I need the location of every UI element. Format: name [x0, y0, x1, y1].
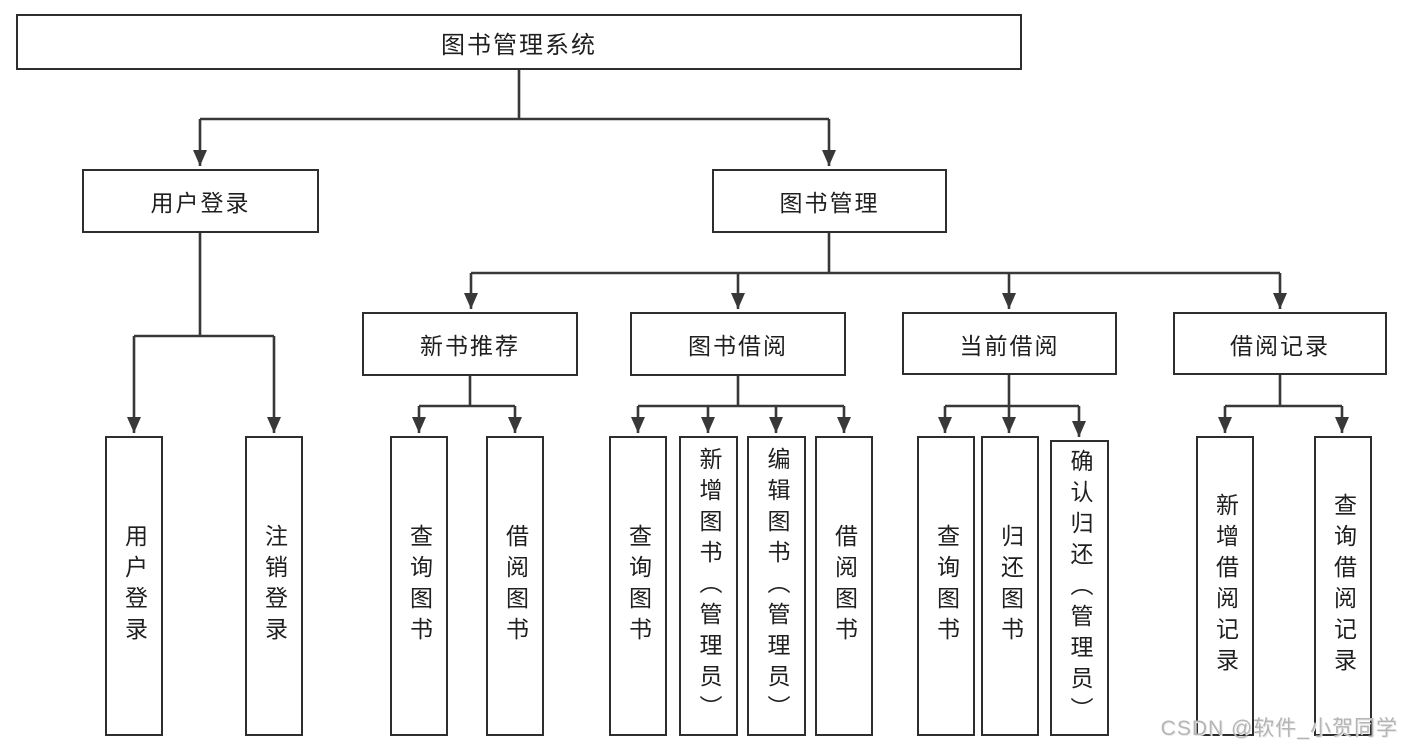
leaf-query-borrow-record: 查询借阅记录 — [1314, 436, 1372, 736]
leaf-logout: 注销登录 — [245, 436, 303, 736]
leaf-add-borrow-record: 新增借阅记录 — [1196, 436, 1254, 736]
leaf-return-book: 归还图书 — [981, 436, 1039, 736]
node-borrow-records: 借阅记录 — [1173, 312, 1387, 375]
node-root: 图书管理系统 — [16, 14, 1022, 70]
node-book-borrow: 图书借阅 — [630, 312, 846, 376]
node-user-login: 用户登录 — [82, 169, 319, 233]
leaf-borrow-books-recommend: 借阅图书 — [486, 436, 544, 736]
node-book-management: 图书管理 — [712, 169, 947, 233]
leaf-confirm-return-admin: 确认归还（管理员） — [1050, 440, 1109, 736]
node-current-borrow: 当前借阅 — [902, 312, 1117, 375]
leaf-query-books-current: 查询图书 — [917, 436, 975, 736]
leaf-add-book-admin: 新增图书（管理员） — [679, 436, 738, 736]
watermark-text: CSDN @软件_小贺同学 — [1160, 717, 1398, 740]
leaf-borrow-books: 借阅图书 — [815, 436, 873, 736]
leaf-query-books-recommend: 查询图书 — [390, 436, 448, 736]
node-new-book-recommend: 新书推荐 — [362, 312, 578, 376]
leaf-query-books-borrow: 查询图书 — [609, 436, 667, 736]
leaf-edit-book-admin: 编辑图书（管理员） — [747, 436, 806, 736]
leaf-user-login: 用户登录 — [105, 436, 163, 736]
